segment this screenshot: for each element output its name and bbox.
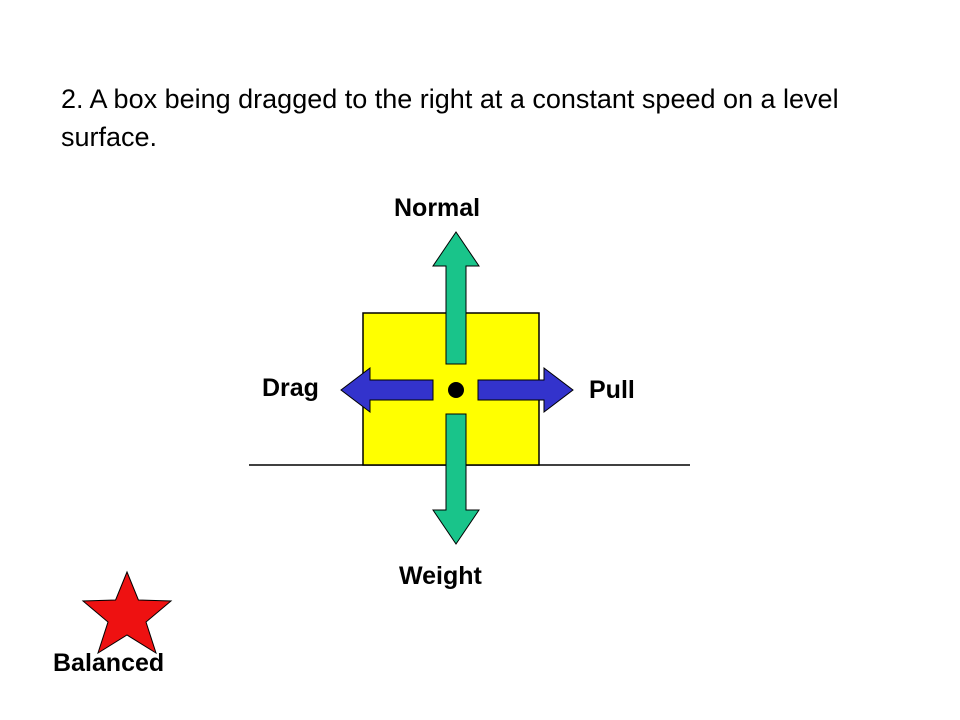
weight-force-arrow [432,413,480,545]
center-of-mass-dot [448,382,464,398]
pull-label: Pull [589,376,635,404]
star-icon [81,570,173,655]
balanced-label: Balanced [53,649,165,677]
pull-force-arrow [477,366,574,414]
question-text: 2. A box being dragged to the right at a… [61,84,839,152]
weight-label: Weight [399,562,482,590]
drag-force-arrow [340,366,434,414]
normal-label: Normal [394,194,481,222]
normal-force-arrow [432,231,480,365]
drag-label: Drag [262,374,319,402]
